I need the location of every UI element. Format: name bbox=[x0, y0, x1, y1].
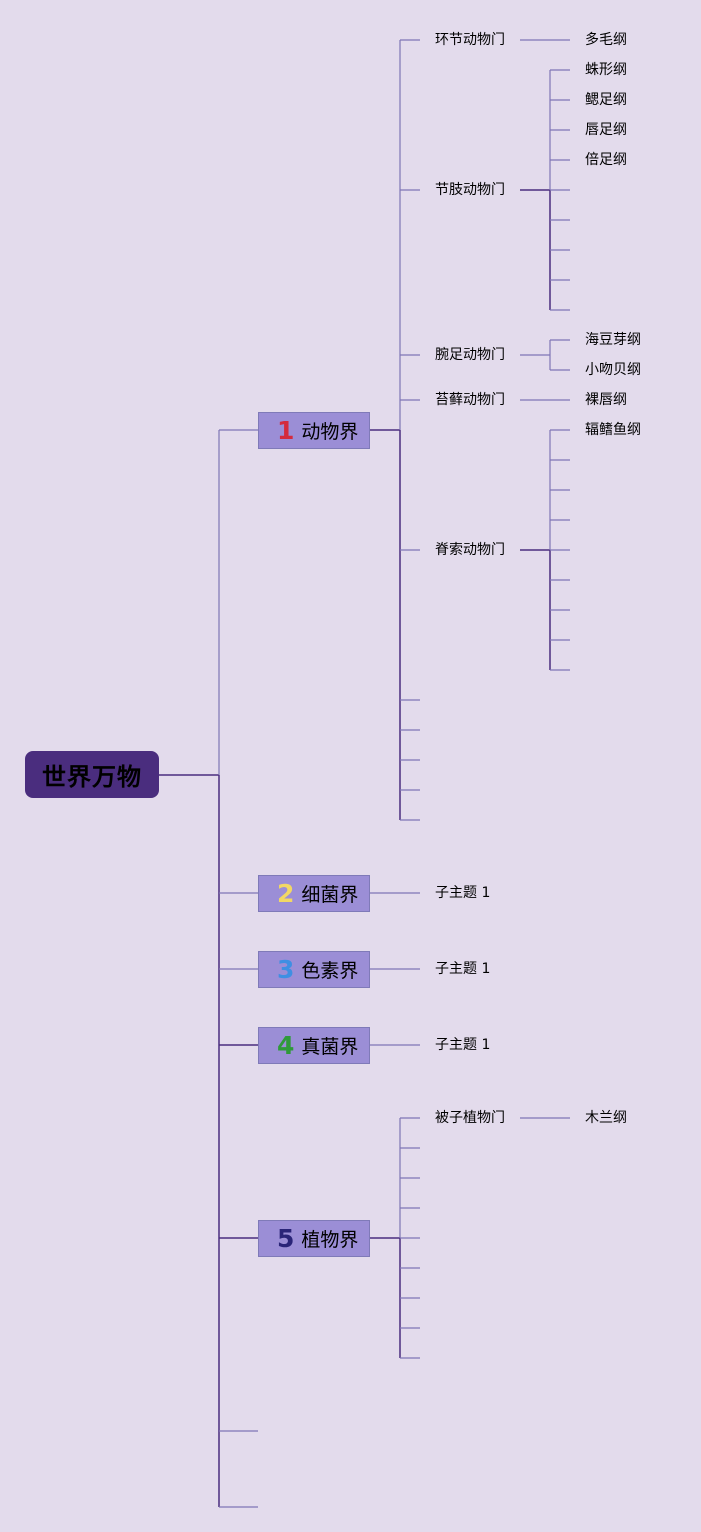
kingdom-node-plantae[interactable]: 5 植物界 bbox=[258, 1220, 370, 1257]
kingdom-label: 植物界 bbox=[301, 1229, 359, 1251]
kingdom-number: 4 bbox=[277, 1031, 295, 1060]
phylum-node-arthropoda[interactable]: 节肢动物门 bbox=[435, 182, 505, 198]
kingdom-label: 真菌界 bbox=[301, 1036, 359, 1058]
phylum-node-angiosperms[interactable]: 被子植物门 bbox=[435, 1110, 505, 1126]
kingdom-label: 细菌界 bbox=[301, 884, 359, 906]
subtopic-node-bacteria[interactable]: 子主题 1 bbox=[435, 885, 491, 901]
class-node[interactable]: 小吻贝纲 bbox=[585, 362, 641, 378]
class-node[interactable]: 海豆芽纲 bbox=[585, 332, 641, 348]
class-node[interactable]: 辐鳍鱼纲 bbox=[585, 422, 641, 438]
subtopic-node-chromista[interactable]: 子主题 1 bbox=[435, 961, 491, 977]
class-node[interactable]: 多毛纲 bbox=[585, 32, 627, 48]
kingdom-label: 色素界 bbox=[301, 960, 359, 982]
phylum-node-chordata[interactable]: 脊索动物门 bbox=[435, 542, 505, 558]
kingdom-node-fungi[interactable]: 4 真菌界 bbox=[258, 1027, 370, 1064]
class-node[interactable]: 木兰纲 bbox=[585, 1110, 627, 1126]
subtopic-node-fungi[interactable]: 子主题 1 bbox=[435, 1037, 491, 1053]
kingdom-node-animalia[interactable]: 1 动物界 bbox=[258, 412, 370, 449]
kingdom-label: 动物界 bbox=[301, 421, 359, 443]
class-node[interactable]: 唇足纲 bbox=[585, 122, 627, 138]
kingdom-node-bacteria[interactable]: 2 细菌界 bbox=[258, 875, 370, 912]
class-node[interactable]: 裸唇纲 bbox=[585, 392, 627, 408]
kingdom-node-chromista[interactable]: 3 色素界 bbox=[258, 951, 370, 988]
root-label: 世界万物 bbox=[42, 763, 142, 791]
phylum-node-annelida[interactable]: 环节动物门 bbox=[435, 32, 505, 48]
class-node[interactable]: 蛛形纲 bbox=[585, 62, 627, 78]
kingdom-number: 5 bbox=[277, 1224, 295, 1253]
phylum-node-bryozoa[interactable]: 苔藓动物门 bbox=[435, 392, 505, 408]
class-node[interactable]: 倍足纲 bbox=[585, 152, 627, 168]
kingdom-number: 1 bbox=[277, 416, 295, 445]
root-node[interactable]: 世界万物 bbox=[25, 751, 159, 798]
class-node[interactable]: 鳃足纲 bbox=[585, 92, 627, 108]
kingdom-number: 2 bbox=[277, 879, 295, 908]
kingdom-number: 3 bbox=[277, 955, 295, 984]
phylum-node-brachiopoda[interactable]: 腕足动物门 bbox=[435, 347, 505, 363]
